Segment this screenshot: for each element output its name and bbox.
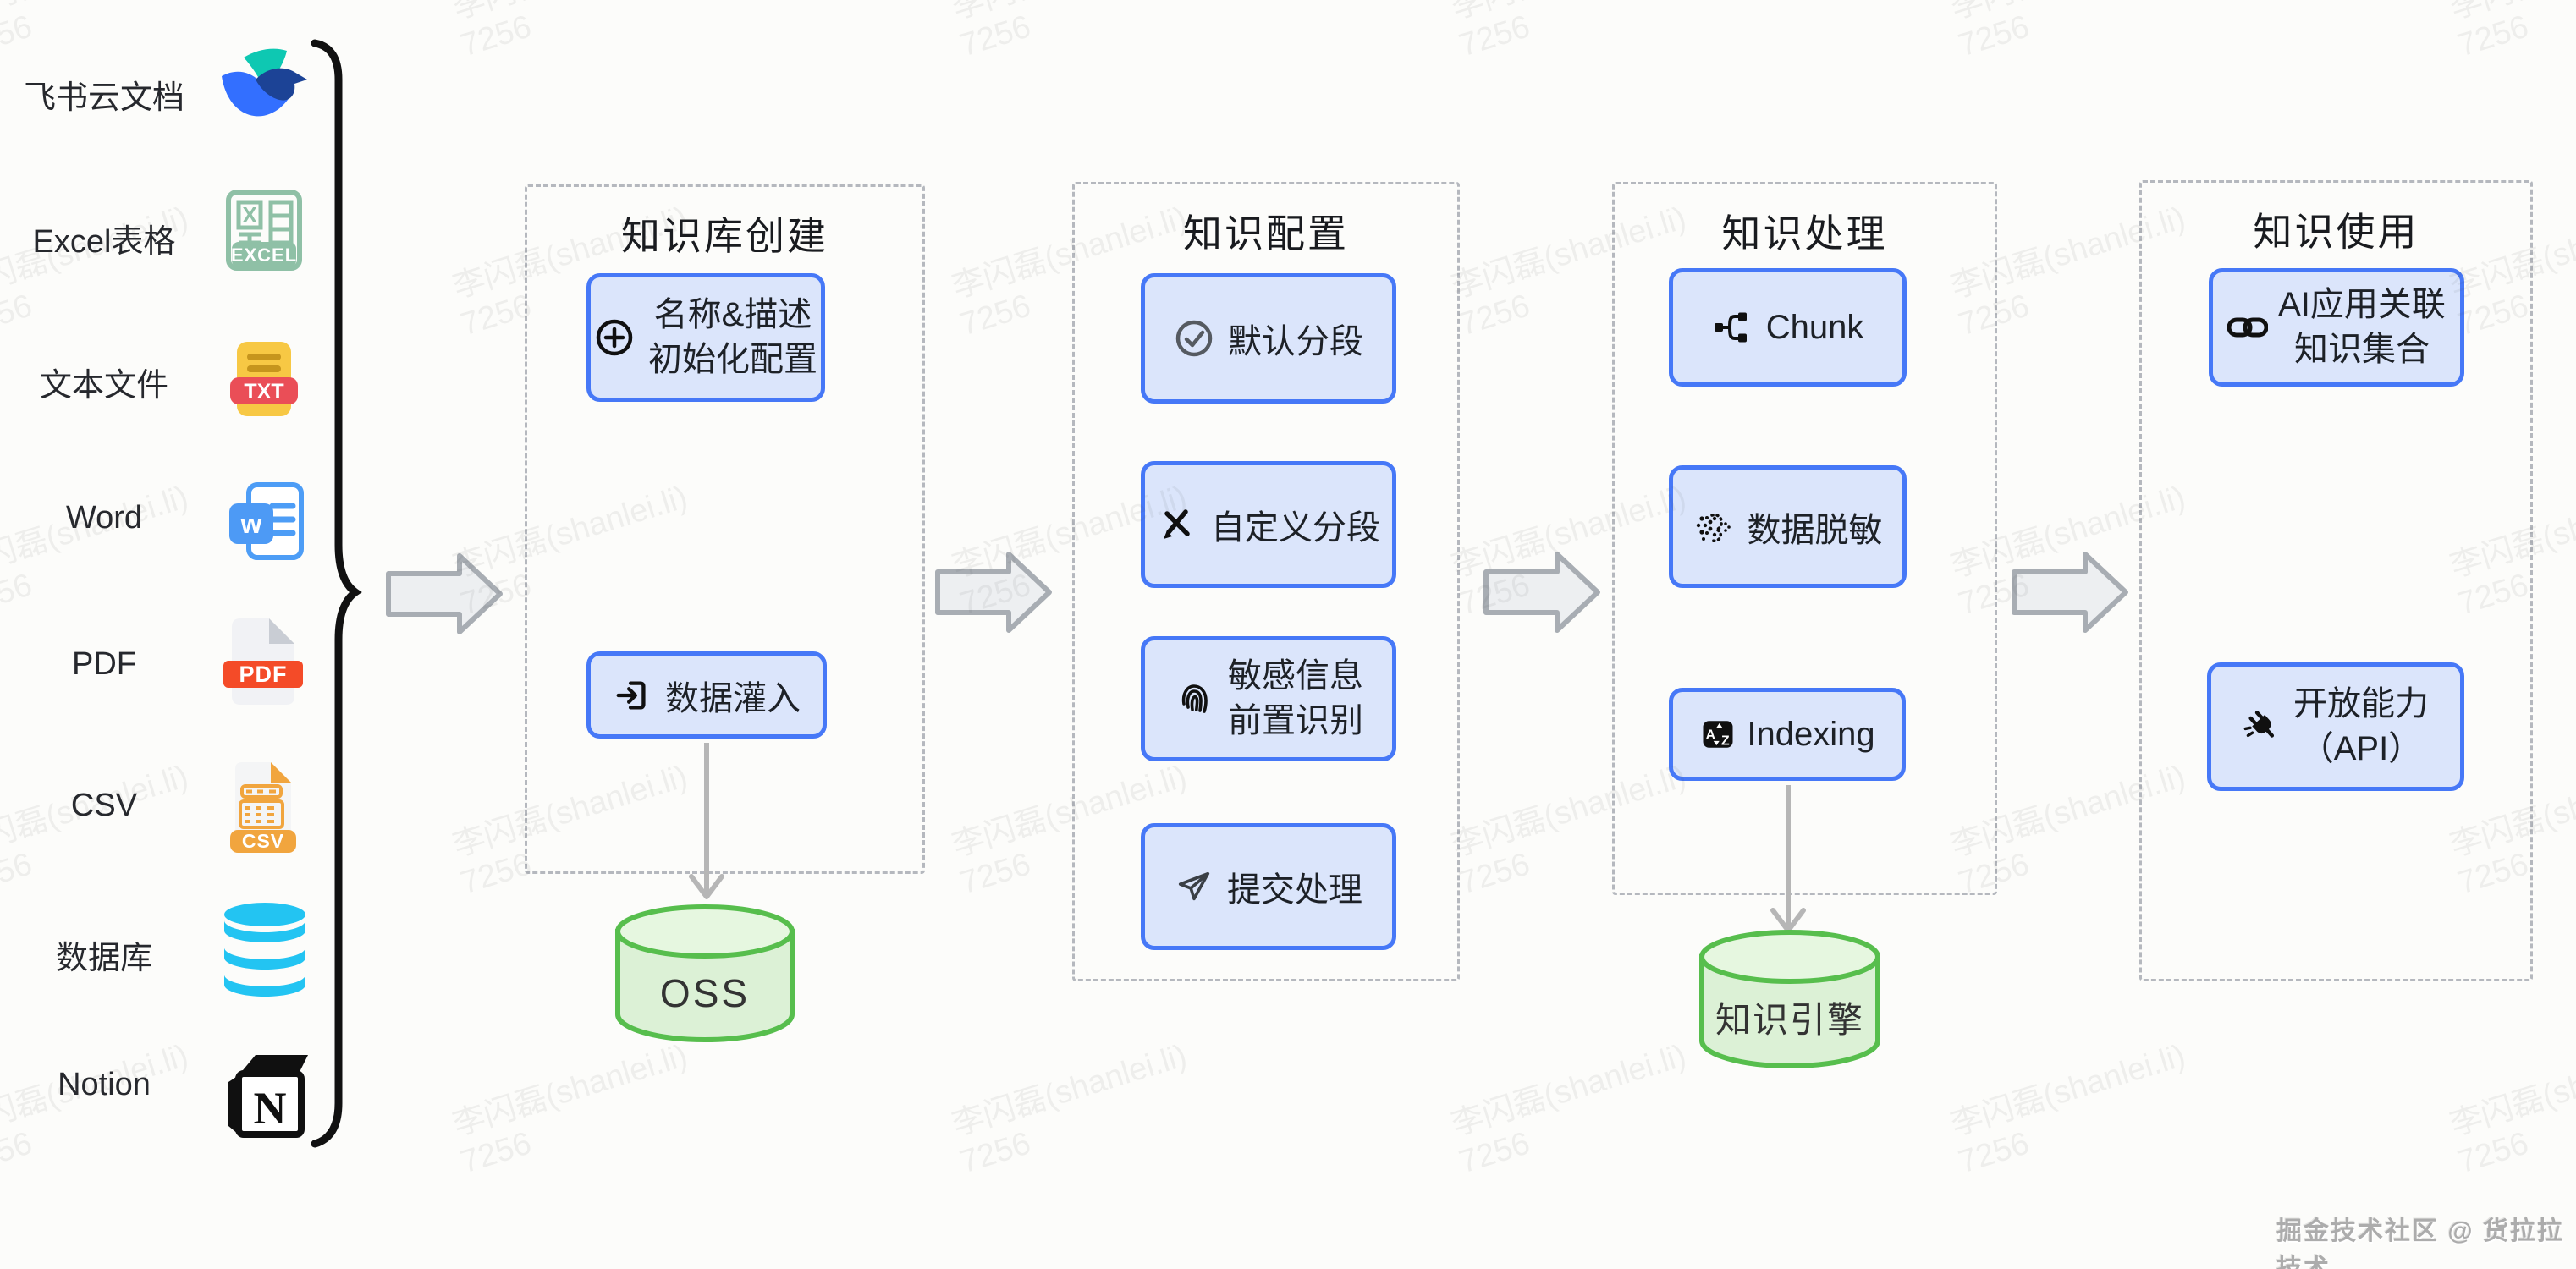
source-label-notion: Notion bbox=[58, 1067, 151, 1102]
plus-circle-icon bbox=[596, 319, 633, 356]
node-label: 提交处理 bbox=[1227, 871, 1362, 909]
node-ai-app-link: AI应用关联 知识集合 bbox=[2209, 268, 2464, 387]
node-chunk: Chunk bbox=[1669, 268, 1907, 387]
flow-arrow-4 bbox=[2012, 552, 2128, 633]
check-circle-icon bbox=[1175, 320, 1213, 357]
brace bbox=[311, 39, 362, 1148]
node-custom-segmentation: 自定义分段 bbox=[1141, 461, 1396, 588]
watermark: 李闪磊(shanlei.li)7256 bbox=[948, 1037, 1192, 1181]
panel-kb-creation: 知识库创建 bbox=[525, 184, 925, 874]
dots-mask-icon bbox=[1696, 513, 1731, 542]
node-open-api: 开放能力 （API） bbox=[2207, 662, 2464, 791]
send-icon bbox=[1178, 871, 1210, 901]
source-label-feishu: 飞书云文档 bbox=[23, 80, 184, 116]
watermark: 李闪磊(shanlei.li)7256 bbox=[1447, 1037, 1691, 1181]
word-icon: w bbox=[229, 482, 304, 560]
node-data-ingest: 数据灌入 bbox=[586, 651, 827, 739]
svg-text:Z: Z bbox=[1721, 733, 1730, 748]
node-indexing: A Z Indexing bbox=[1669, 688, 1906, 781]
node-label: 知识集合 bbox=[2293, 331, 2430, 368]
source-label-csv: CSV bbox=[70, 788, 138, 823]
watermark: 李闪磊(shanlei.li)7256 bbox=[1946, 0, 2189, 64]
watermark: 李闪磊(shanlei.li)7256 bbox=[948, 0, 1191, 64]
node-data-masking: 数据脱敏 bbox=[1669, 465, 1907, 588]
chunk-tree-icon bbox=[1714, 312, 1747, 343]
notion-icon: N bbox=[228, 1055, 308, 1138]
node-label: 自定义分段 bbox=[1211, 509, 1380, 547]
knowledge-engine-label: 知识引擎 bbox=[1715, 1000, 1864, 1040]
node-label: Indexing bbox=[1747, 715, 1875, 753]
node-label: 数据脱敏 bbox=[1747, 511, 1883, 549]
oss-cylinder: OSS bbox=[615, 904, 795, 1042]
source-label-excel: Excel表格 bbox=[32, 224, 176, 260]
svg-text:TXT: TXT bbox=[244, 380, 283, 404]
down-arrow-oss bbox=[689, 743, 724, 899]
node-label: 前置识别 bbox=[1228, 702, 1363, 739]
node-label: 开放能力 bbox=[2293, 685, 2429, 723]
svg-text:w: w bbox=[240, 508, 262, 539]
source-label-database: 数据库 bbox=[55, 941, 152, 976]
panel-title-usage: 知识使用 bbox=[2253, 210, 2419, 254]
flow-arrow-2 bbox=[935, 552, 1052, 633]
panel-kb-usage: 知识使用 bbox=[2139, 180, 2533, 981]
database-icon bbox=[224, 903, 305, 997]
node-sensitive-detection: 敏感信息 前置识别 bbox=[1141, 636, 1396, 761]
knowledge-engine-cylinder: 知识引擎 bbox=[1699, 930, 1880, 1068]
chain-link-icon bbox=[2227, 317, 2269, 338]
pencil-cross-icon bbox=[1164, 509, 1190, 539]
csv-icon: CSV bbox=[230, 762, 296, 853]
watermark: 李闪磊(shanlei.li)7256 bbox=[2446, 1037, 2576, 1181]
node-label: 敏感信息 bbox=[1228, 657, 1363, 695]
svg-text:A: A bbox=[1706, 728, 1715, 742]
az-sort-icon: A Z bbox=[1703, 721, 1733, 748]
node-submit-processing: 提交处理 bbox=[1141, 823, 1396, 950]
svg-text:CSV: CSV bbox=[242, 830, 284, 852]
node-default-segmentation: 默认分段 bbox=[1141, 273, 1396, 404]
flow-arrow-1 bbox=[386, 553, 503, 634]
watermark: 李闪磊(shanlei.li)7256 bbox=[0, 0, 192, 64]
flow-arrow-3 bbox=[1483, 552, 1600, 633]
watermark: 李闪磊(shanlei.li)7256 bbox=[449, 1037, 692, 1181]
watermark: 李闪磊(shanlei.li)7256 bbox=[449, 0, 691, 64]
source-label-pdf: PDF bbox=[72, 646, 136, 682]
node-label: Chunk bbox=[1765, 308, 1864, 346]
panel-kb-processing: 知识处理 bbox=[1612, 182, 1997, 895]
watermark: 李闪磊(shanlei.li)7256 bbox=[1946, 1037, 2190, 1181]
down-arrow-engine bbox=[1770, 785, 1806, 933]
svg-text:X: X bbox=[242, 202, 257, 228]
svg-text:EXCEL: EXCEL bbox=[231, 244, 297, 266]
node-label: 名称&描述 bbox=[653, 296, 812, 334]
panel-kb-config: 知识配置 bbox=[1072, 182, 1460, 981]
source-label-txt: 文本文件 bbox=[39, 368, 168, 404]
feishu-icon bbox=[222, 48, 307, 117]
oss-label: OSS bbox=[660, 971, 750, 1015]
credit-text: 掘金技术社区 @ 货拉拉技术 bbox=[2276, 1217, 2564, 1269]
watermark: 李闪磊(shanlei.li)7256 bbox=[0, 1037, 193, 1181]
node-init-config: 名称&描述 初始化配置 bbox=[586, 273, 825, 402]
watermark: 李闪磊(shanlei.li)7256 bbox=[0, 758, 193, 902]
watermark: 李闪磊(shanlei.li)7256 bbox=[2446, 0, 2576, 64]
source-label-word: Word bbox=[65, 500, 143, 536]
excel-icon: X EXCEL bbox=[226, 190, 302, 271]
node-label: 默认分段 bbox=[1228, 323, 1363, 360]
txt-icon: TXT bbox=[230, 342, 298, 416]
panel-title-config: 知识配置 bbox=[1183, 212, 1349, 255]
import-icon bbox=[616, 680, 646, 710]
node-label: 数据灌入 bbox=[665, 679, 801, 717]
fingerprint-icon bbox=[1181, 684, 1208, 713]
node-label: （API） bbox=[2299, 730, 2423, 767]
panel-title-processing: 知识处理 bbox=[1721, 212, 1888, 255]
svg-text:PDF: PDF bbox=[239, 662, 288, 687]
svg-text:N: N bbox=[254, 1083, 287, 1134]
node-label: AI应用关联 bbox=[2278, 286, 2446, 324]
pdf-icon: PDF bbox=[223, 618, 303, 705]
node-label: 初始化配置 bbox=[648, 341, 817, 378]
watermark: 李闪磊(shanlei.li)7256 bbox=[1447, 0, 1690, 64]
panel-title-creation: 知识库创建 bbox=[621, 214, 828, 258]
plug-icon bbox=[2243, 711, 2275, 738]
